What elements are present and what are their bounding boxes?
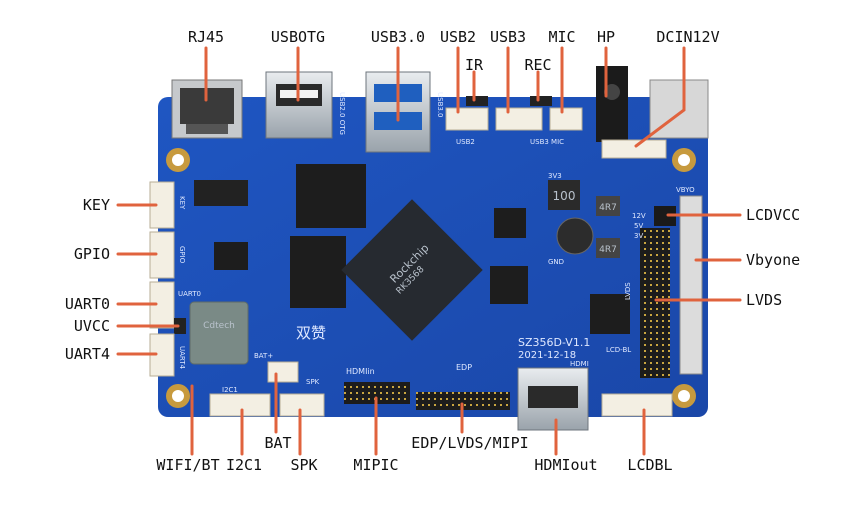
label-hp: HP [597, 28, 615, 46]
eth-phy-chip [194, 180, 248, 206]
capacitor-100 [548, 180, 580, 210]
label-usb3: USB3 [490, 28, 526, 46]
ir-header [466, 96, 488, 106]
lvds-bridge-chip [590, 294, 630, 334]
silk-usbotg: USB2.0 OTG [338, 92, 346, 135]
silk-usb30: USB3.0 [436, 92, 444, 118]
label-dcin12v: DCIN12V [656, 28, 719, 46]
label-rj45: RJ45 [188, 28, 224, 46]
pmic-chip [490, 266, 528, 304]
silk-spk: SPK [306, 378, 320, 386]
board-version: SZ356D-V1.1 [518, 336, 590, 349]
spk-header [279, 393, 325, 417]
label-uart4: UART4 [65, 345, 110, 363]
regulator-chip [494, 208, 526, 238]
label-ir: IR [465, 56, 484, 74]
label-bat: BAT [264, 434, 291, 452]
silk-hdmiin: HDMIin [346, 367, 375, 376]
inductor-2-label: 4R7 [599, 245, 617, 255]
ram-chip-1 [296, 164, 366, 228]
silk-3v: 3V [634, 232, 643, 240]
label-mipic: MIPIC [353, 456, 398, 474]
mic-header [549, 107, 583, 131]
silk-key: KEY [178, 196, 186, 210]
silk-usb2: USB2 [456, 138, 475, 146]
uvcc-jumper [174, 318, 186, 334]
wifi-module-label: Cdtech [203, 321, 235, 331]
mounting-holes [166, 148, 696, 408]
label-lvds: LVDS [746, 291, 782, 309]
electrolytic-capacitor [556, 217, 594, 255]
label-usb2: USB2 [440, 28, 476, 46]
label-lcdbl: LCDBL [627, 456, 672, 474]
lvds-header [640, 228, 670, 378]
silk-5v: 5V [634, 222, 643, 230]
leader-lines [116, 46, 742, 456]
silk-12v: 12V [632, 212, 646, 220]
wifi-module [189, 301, 249, 365]
silk-gnd: GND [548, 258, 564, 266]
hp-jack [596, 66, 628, 142]
board-logo: 双赞 [296, 324, 326, 342]
inductor-1 [596, 196, 620, 216]
lcdvcc-jumper [654, 206, 676, 226]
label-rec: REC [524, 56, 551, 74]
i2c1-header [209, 393, 271, 417]
mipic-connector [344, 382, 410, 404]
lcdbl-header [601, 393, 673, 417]
silk-3v3: 3V3 [548, 172, 562, 180]
label-uart0: UART0 [65, 295, 110, 313]
silk-usb3mic: USB3 MIC [530, 138, 564, 146]
label-lcdvcc: LCDVCC [746, 206, 800, 224]
label-gpio: GPIO [74, 245, 110, 263]
capacitor-label: 100 [553, 189, 576, 203]
silk-edp: EDP [456, 363, 472, 372]
label-hdmiout: HDMIout [534, 456, 597, 474]
silk-vbyo: VBYO [676, 186, 695, 194]
ram-chip-2 [290, 236, 346, 308]
silk-uart0: UART0 [178, 290, 201, 298]
label-vbyone: Vbyone [746, 251, 800, 269]
aux-chip [214, 242, 248, 270]
label-usbotg: USBOTG [271, 28, 325, 46]
silk-lcdbl: LCD-BL [606, 346, 631, 354]
board-date: 2021-12-18 [518, 350, 576, 361]
label-edp-lvds-mipi: EDP/LVDS/MIPI [411, 434, 528, 452]
usb2-header [445, 107, 489, 131]
label-key: KEY [83, 196, 110, 214]
label-wifibt: WIFI/BT [156, 456, 219, 474]
edp-lvds-mipi-header [416, 392, 510, 410]
usb3-header [495, 107, 543, 131]
rec-header [530, 96, 552, 106]
inductor-1-label: 4R7 [599, 203, 617, 213]
silk-hdmi: HDMI [570, 360, 589, 368]
label-uvcc: UVCC [74, 317, 110, 335]
label-mic: MIC [548, 28, 575, 46]
hdmiout-connector [517, 367, 589, 431]
label-usb30: USB3.0 [371, 28, 425, 46]
bat-header [267, 361, 299, 383]
silk-i2c1: I2C1 [222, 386, 238, 394]
silk-gpio: GPIO [178, 246, 186, 264]
inductor-2 [596, 238, 620, 258]
silk-bat: BAT+ [254, 352, 273, 360]
vbyone-connector [679, 195, 703, 375]
silk-uart4: UART4 [178, 346, 186, 370]
label-i2c1: I2C1 [226, 456, 262, 474]
label-spk: SPK [290, 456, 317, 474]
silk-lvds: LVDS [624, 282, 632, 300]
